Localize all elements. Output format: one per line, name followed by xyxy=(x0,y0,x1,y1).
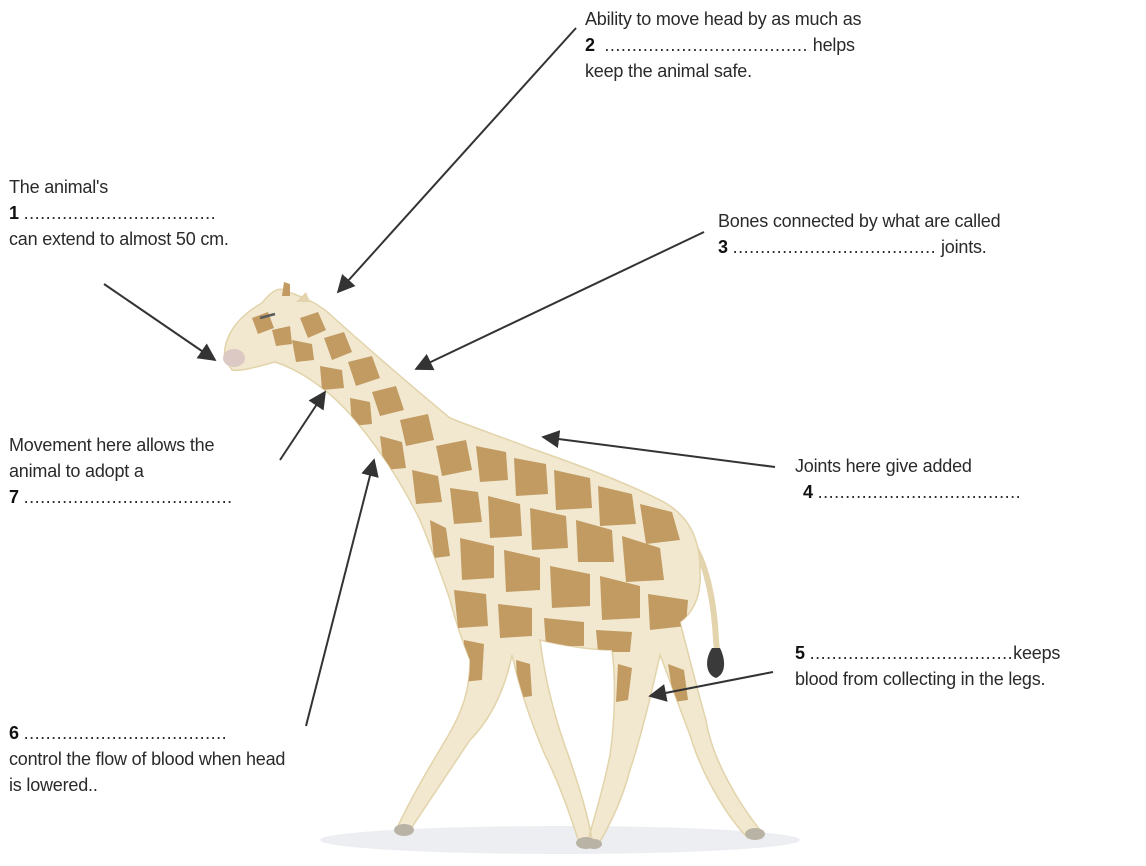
arrow-4-back-joints xyxy=(543,437,775,467)
label-2-line-3: keep the animal safe. xyxy=(585,58,861,84)
answer-blank-4[interactable]: ..................................... xyxy=(818,482,1022,502)
label-7-line-2: animal to adopt a xyxy=(9,458,233,484)
label-4-line-1: Joints here give added xyxy=(795,453,1021,479)
label-4-number: 4 xyxy=(803,482,813,502)
answer-blank-6[interactable]: ..................................... xyxy=(24,723,228,743)
label-6-line-2: control the flow of blood when head xyxy=(9,746,285,772)
arrow-1-tongue xyxy=(104,284,215,360)
label-5-line-1: 5 .....................................k… xyxy=(795,640,1060,666)
label-1-number: 1 xyxy=(9,203,19,223)
label-2-line-1: Ability to move head by as much as xyxy=(585,6,861,32)
label-6-line-1: 6 ..................................... xyxy=(9,720,285,746)
label-2-line-2: 2 ..................................... … xyxy=(585,32,861,58)
label-1: The animal's 1 .........................… xyxy=(9,174,229,252)
label-5-trail: keeps xyxy=(1013,643,1060,663)
arrow-2-head-movement xyxy=(338,28,576,292)
label-1-line-3: can extend to almost 50 cm. xyxy=(9,226,229,252)
label-6-line-3: is lowered.. xyxy=(9,772,285,798)
tail-tuft xyxy=(707,648,724,678)
ground-shadow xyxy=(320,826,800,854)
muzzle xyxy=(223,349,245,367)
label-5-number: 5 xyxy=(795,643,805,663)
label-7: Movement here allows the animal to adopt… xyxy=(9,432,233,510)
answer-blank-1[interactable]: ................................... xyxy=(24,203,217,223)
label-6-number: 6 xyxy=(9,723,19,743)
ossicone xyxy=(282,282,290,296)
label-1-line-2: 1 ................................... xyxy=(9,200,229,226)
label-7-line-3: 7 ...................................... xyxy=(9,484,233,510)
label-3-line-2: 3 ..................................... … xyxy=(718,234,1000,260)
arrow-3-neck-joints xyxy=(416,232,704,369)
label-7-line-1: Movement here allows the xyxy=(9,432,233,458)
answer-blank-2[interactable]: ..................................... xyxy=(604,35,808,55)
label-4: Joints here give added 4 ...............… xyxy=(795,453,1021,505)
label-3: Bones connected by what are called 3 ...… xyxy=(718,208,1000,260)
label-7-number: 7 xyxy=(9,487,19,507)
label-5-line-2: blood from collecting in the legs. xyxy=(795,666,1060,692)
label-2-trail: helps xyxy=(813,35,855,55)
answer-blank-5[interactable]: ..................................... xyxy=(810,643,1014,663)
label-5: 5 .....................................k… xyxy=(795,640,1060,692)
label-3-line-1: Bones connected by what are called xyxy=(718,208,1000,234)
arrow-7-neck-base xyxy=(280,392,325,460)
label-3-number: 3 xyxy=(718,237,728,257)
label-3-trail: joints. xyxy=(941,237,987,257)
label-2: Ability to move head by as much as 2 ...… xyxy=(585,6,861,84)
label-6: 6 ..................................... … xyxy=(9,720,285,798)
label-4-line-2: 4 ..................................... xyxy=(795,479,1021,505)
label-1-line-1: The animal's xyxy=(9,174,229,200)
arrow-6-blood-valves xyxy=(306,460,374,726)
answer-blank-3[interactable]: ..................................... xyxy=(733,237,937,257)
answer-blank-7[interactable]: ...................................... xyxy=(24,487,233,507)
label-2-number: 2 xyxy=(585,35,595,55)
